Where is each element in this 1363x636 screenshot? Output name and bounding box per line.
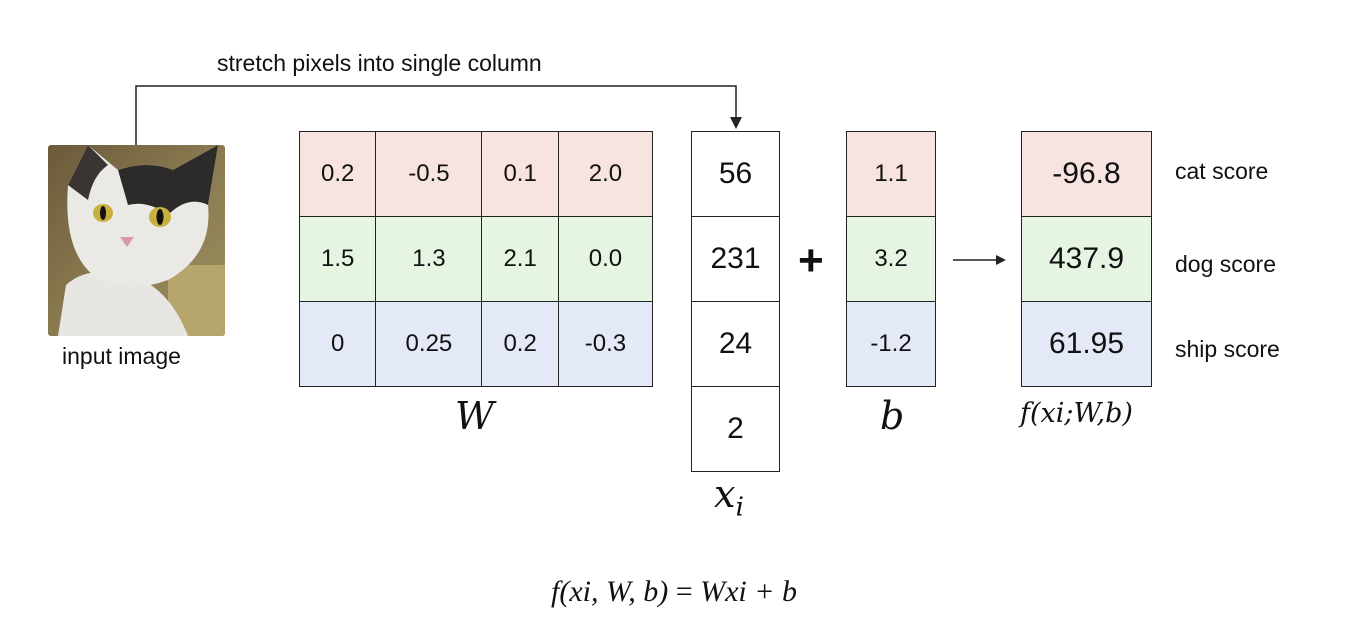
- x-vector: 56 231 24 2: [691, 131, 780, 472]
- weight-cell: -0.5: [375, 131, 483, 217]
- weight-row-ship: 0 0.25 0.2 -0.3: [298, 301, 654, 387]
- score-label-ship: ship score: [1175, 336, 1280, 362]
- bias-cell: -1.2: [846, 301, 936, 387]
- bias-cell: 1.1: [846, 131, 936, 217]
- x-cell: 56: [691, 131, 780, 217]
- weight-symbol: W: [455, 394, 495, 438]
- weight-cell: 0.25: [375, 301, 483, 387]
- x-cell: 24: [691, 301, 780, 387]
- input-image-label: input image: [62, 343, 181, 369]
- x-cell: 2: [691, 386, 780, 472]
- scores-symbol: f(xi;W,b): [1020, 398, 1133, 429]
- score-label-dog: dog score: [1175, 251, 1277, 277]
- bias-cell: 3.2: [846, 216, 936, 302]
- weight-matrix: 0.2 -0.5 0.1 2.0 1.5 1.3 2.1 0.0 0 0.25 …: [298, 131, 654, 387]
- x-symbol-sub: i: [735, 491, 744, 523]
- formula-equals: =: [675, 575, 693, 608]
- score-cell: 61.95: [1021, 301, 1152, 387]
- weight-cell: 0.0: [557, 216, 654, 302]
- formula-lhs: f(xi, W, b): [551, 575, 669, 608]
- score-label-cat: cat score: [1175, 158, 1269, 184]
- formula-rhs: Wxi + b: [700, 575, 798, 608]
- score-cell: -96.8: [1021, 131, 1152, 217]
- x-symbol: xi: [714, 472, 744, 523]
- weight-cell: 2.1: [481, 216, 559, 302]
- stretch-caption: stretch pixels into single column: [217, 50, 542, 76]
- score-cell: 437.9: [1021, 216, 1152, 302]
- input-image: [48, 145, 225, 336]
- bias-symbol: b: [880, 394, 905, 438]
- weight-cell: 0: [298, 301, 377, 387]
- weight-cell: 0.2: [298, 131, 377, 217]
- weight-cell: 2.0: [557, 131, 654, 217]
- bias-vector: 1.1 3.2 -1.2: [846, 131, 936, 387]
- linear-score-formula: f(xi, W, b) = Wxi + b: [551, 575, 797, 609]
- weight-cell: 0.2: [481, 301, 559, 387]
- weight-cell: 1.3: [375, 216, 483, 302]
- weight-cell: 0.1: [481, 131, 559, 217]
- weight-cell: -0.3: [557, 301, 654, 387]
- plus-sign: +: [798, 236, 824, 285]
- x-cell: 231: [691, 216, 780, 302]
- weight-row-cat: 0.2 -0.5 0.1 2.0: [298, 131, 654, 217]
- x-symbol-base: x: [714, 472, 736, 516]
- scores-vector: -96.8 437.9 61.95: [1021, 131, 1152, 387]
- weight-cell: 1.5: [298, 216, 377, 302]
- weight-row-dog: 1.5 1.3 2.1 0.0: [298, 216, 654, 302]
